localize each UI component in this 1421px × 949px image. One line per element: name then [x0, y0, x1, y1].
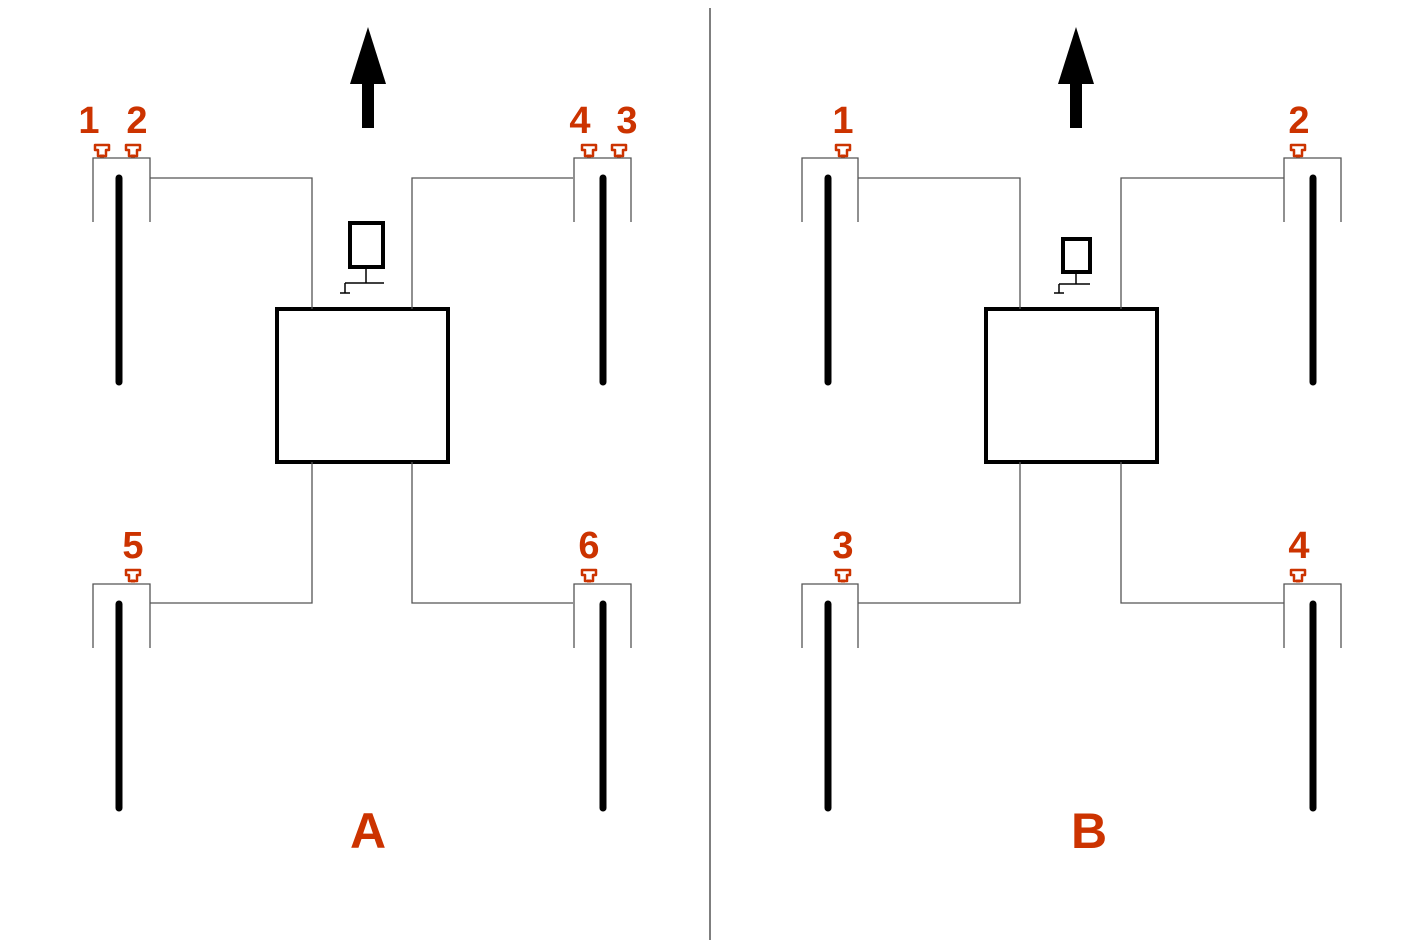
- control-unit: [275, 307, 450, 464]
- wheel-front-left: [92, 157, 151, 386]
- panel-a: 1 2 4 3 5 6 A: [78, 27, 638, 859]
- sensor-label: 2: [1288, 100, 1309, 142]
- sensor-label: 3: [616, 100, 637, 142]
- wheel-front-left: [801, 157, 859, 386]
- sensor-label: 1: [78, 100, 99, 142]
- sensor-label: 4: [1288, 525, 1309, 567]
- control-unit: [984, 307, 1159, 464]
- sensor-icon: [1289, 568, 1307, 583]
- wheel-rear-left: [92, 583, 151, 812]
- sensor-icon: [834, 143, 852, 158]
- wheel-front-right: [1283, 157, 1342, 386]
- up-arrow-icon: [1058, 27, 1094, 128]
- sensor-icon: [580, 568, 598, 583]
- display-icon: [340, 221, 385, 294]
- sensor-icon: [93, 143, 111, 158]
- panel-title: B: [1071, 803, 1107, 859]
- sensor-icon: [1289, 143, 1307, 158]
- wiring: [858, 177, 1284, 604]
- wheel-rear-right: [1283, 583, 1342, 812]
- sensor-label: 2: [126, 100, 147, 142]
- display-icon: [1054, 237, 1092, 294]
- wheel-rear-right: [573, 583, 632, 812]
- sensor-label: 3: [832, 525, 853, 567]
- sensor-icon: [580, 143, 598, 158]
- sensor-icon: [124, 568, 142, 583]
- sensor-icon: [610, 143, 628, 158]
- panel-title: A: [350, 803, 386, 859]
- wheel-rear-left: [801, 583, 859, 812]
- sensor-icon: [124, 143, 142, 158]
- sensor-label: 5: [122, 525, 143, 567]
- wiring: [150, 177, 573, 604]
- sensor-label: 1: [832, 100, 853, 142]
- sensor-label: 6: [578, 525, 599, 567]
- sensor-icon: [834, 568, 852, 583]
- wheel-front-right: [573, 157, 632, 386]
- up-arrow-icon: [350, 27, 386, 128]
- panel-b: 1 2 3 4 B: [801, 27, 1342, 859]
- sensor-label: 4: [569, 100, 590, 142]
